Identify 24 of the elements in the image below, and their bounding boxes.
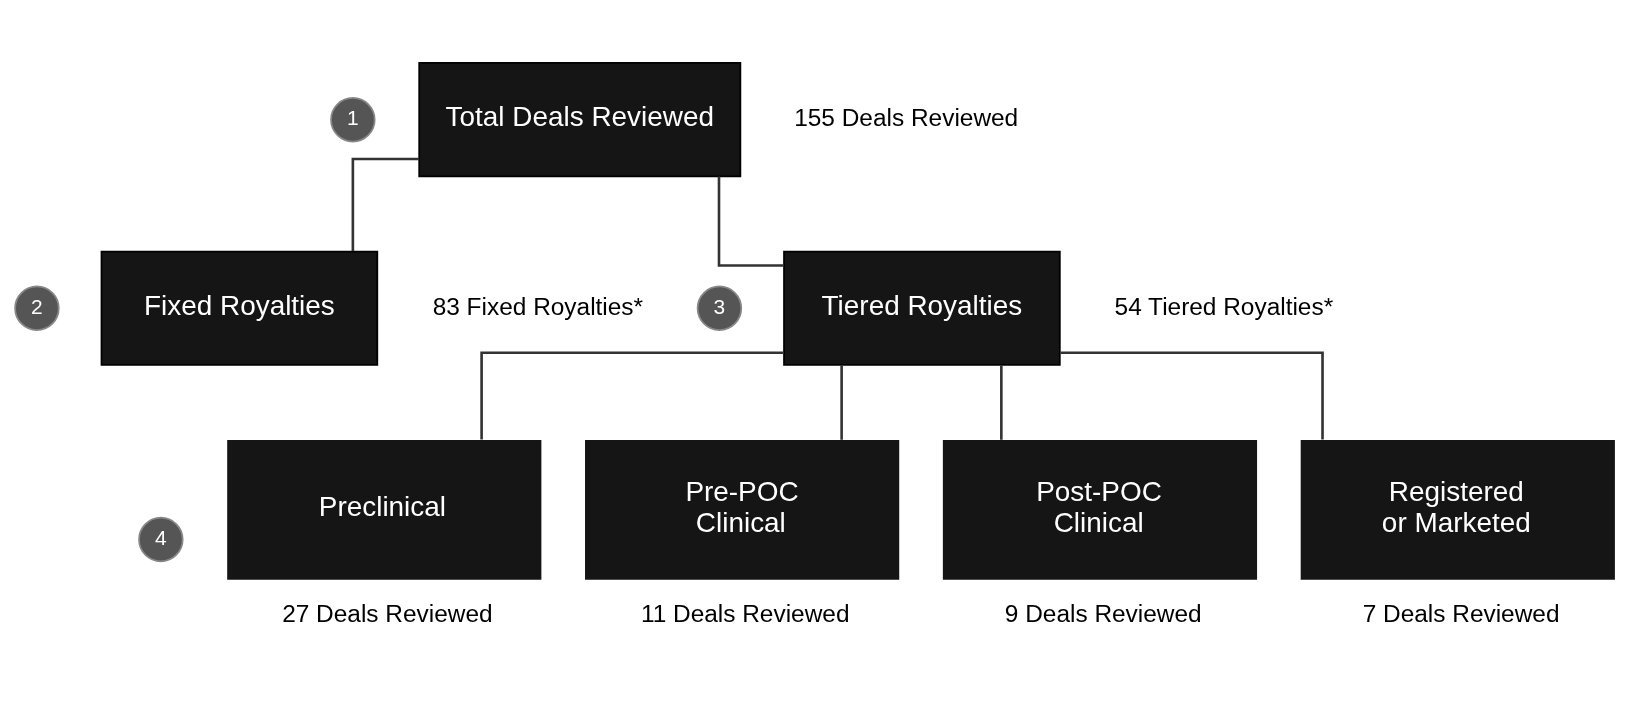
connector <box>1060 350 1324 440</box>
node-box: Post-POC Clinical <box>942 439 1258 580</box>
node-box: Registered or Marketed <box>1300 439 1615 580</box>
node-box: Pre-POC Clinical <box>585 439 900 580</box>
node-label: 83 Fixed Royalties* <box>432 292 644 320</box>
connector <box>1000 364 1003 440</box>
connector <box>351 157 420 251</box>
node-label: 9 Deals Reviewed <box>1004 599 1202 627</box>
node-label: 27 Deals Reviewed <box>282 599 493 627</box>
node-label: 155 Deals Reviewed <box>794 103 1019 131</box>
node-circle: 3 <box>696 285 743 331</box>
node-label: 7 Deals Reviewed <box>1362 599 1560 627</box>
node-box: Tiered Royalties <box>783 250 1061 366</box>
node-circle: 1 <box>330 96 376 142</box>
node-label: 54 Tiered Royalties* <box>1114 292 1334 320</box>
connector <box>840 364 843 440</box>
connector <box>717 176 784 267</box>
node-circle: 2 <box>14 285 60 331</box>
node-box: Total Deals Reviewed <box>418 61 742 177</box>
node-box: Preclinical <box>227 439 542 580</box>
node-label: 11 Deals Reviewed <box>640 599 850 627</box>
node-circle: 4 <box>138 516 184 562</box>
node-box: Fixed Royalties <box>100 250 379 366</box>
connector <box>480 350 784 440</box>
